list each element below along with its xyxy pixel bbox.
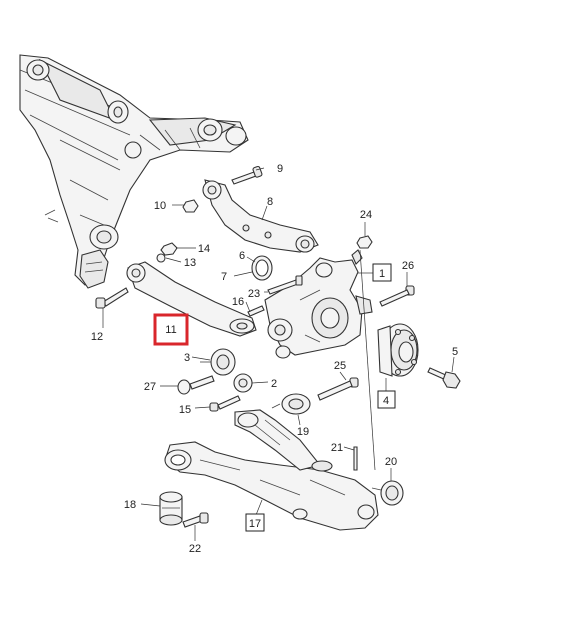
callout-12: 12: [91, 331, 103, 343]
callout-box-4: [377, 390, 396, 409]
seal-ring-6: [251, 255, 273, 281]
callout-17: 17: [249, 518, 261, 530]
callout-26: 26: [402, 260, 414, 272]
bolt-25: [317, 377, 359, 401]
callout-20: 20: [385, 456, 397, 468]
highlight-box-11: [153, 313, 189, 346]
callout-15: 15: [179, 404, 191, 416]
callout-25: 25: [334, 360, 346, 372]
callout-4: 4: [383, 395, 389, 407]
bolt-12: [95, 287, 129, 309]
bolt-15: [209, 395, 241, 412]
callout-7: 7: [221, 271, 227, 283]
callout-27: 27: [144, 381, 156, 393]
nut-10: [182, 199, 199, 213]
callout-14: 14: [198, 243, 210, 255]
hub-nut-5: [427, 367, 461, 389]
upper-control-arm: [202, 179, 319, 253]
callout-3: 3: [184, 352, 190, 364]
bolt-24: [356, 235, 373, 249]
callout-1: 1: [379, 268, 385, 280]
callout-24: 24: [360, 209, 372, 221]
bolt-16: [247, 305, 265, 317]
bolt-9: [231, 165, 263, 185]
bolt-26: [379, 285, 415, 307]
callout-2: 2: [271, 378, 277, 390]
bolt-27: [177, 375, 215, 395]
callout-21: 21: [331, 442, 343, 454]
callout-13: 13: [184, 257, 196, 269]
bushing-20: [371, 480, 404, 506]
callout-5: 5: [452, 346, 458, 358]
callout-8: 8: [267, 196, 273, 208]
callout-22: 22: [189, 543, 201, 555]
callout-23: 23: [248, 288, 260, 300]
wheel-hub: [377, 323, 419, 377]
bushing-19: [271, 393, 311, 415]
bolt-22: [182, 512, 209, 528]
callout-11: 11: [165, 324, 176, 336]
knuckle: [264, 249, 373, 359]
callout-6: 6: [239, 250, 245, 262]
bolt-23: [267, 275, 303, 295]
lower-control-arm: [164, 409, 379, 531]
leader-lines: [102, 167, 455, 541]
stud-21: [353, 446, 358, 471]
callout-box-17: [245, 513, 265, 532]
callout-16: 16: [232, 296, 244, 308]
washer-13: [156, 253, 166, 263]
bushing-3: [200, 348, 236, 376]
bushing-18: [159, 491, 183, 526]
lateral-link: [126, 261, 257, 337]
callout-19: 19: [297, 426, 309, 438]
subframe: [19, 54, 249, 289]
callout-9: 9: [277, 163, 283, 175]
callout-18: 18: [124, 499, 136, 511]
nut-14: [160, 242, 178, 256]
callout-10: 10: [154, 200, 166, 212]
callout-box-1: [372, 263, 392, 282]
bushing-2: [233, 373, 253, 393]
